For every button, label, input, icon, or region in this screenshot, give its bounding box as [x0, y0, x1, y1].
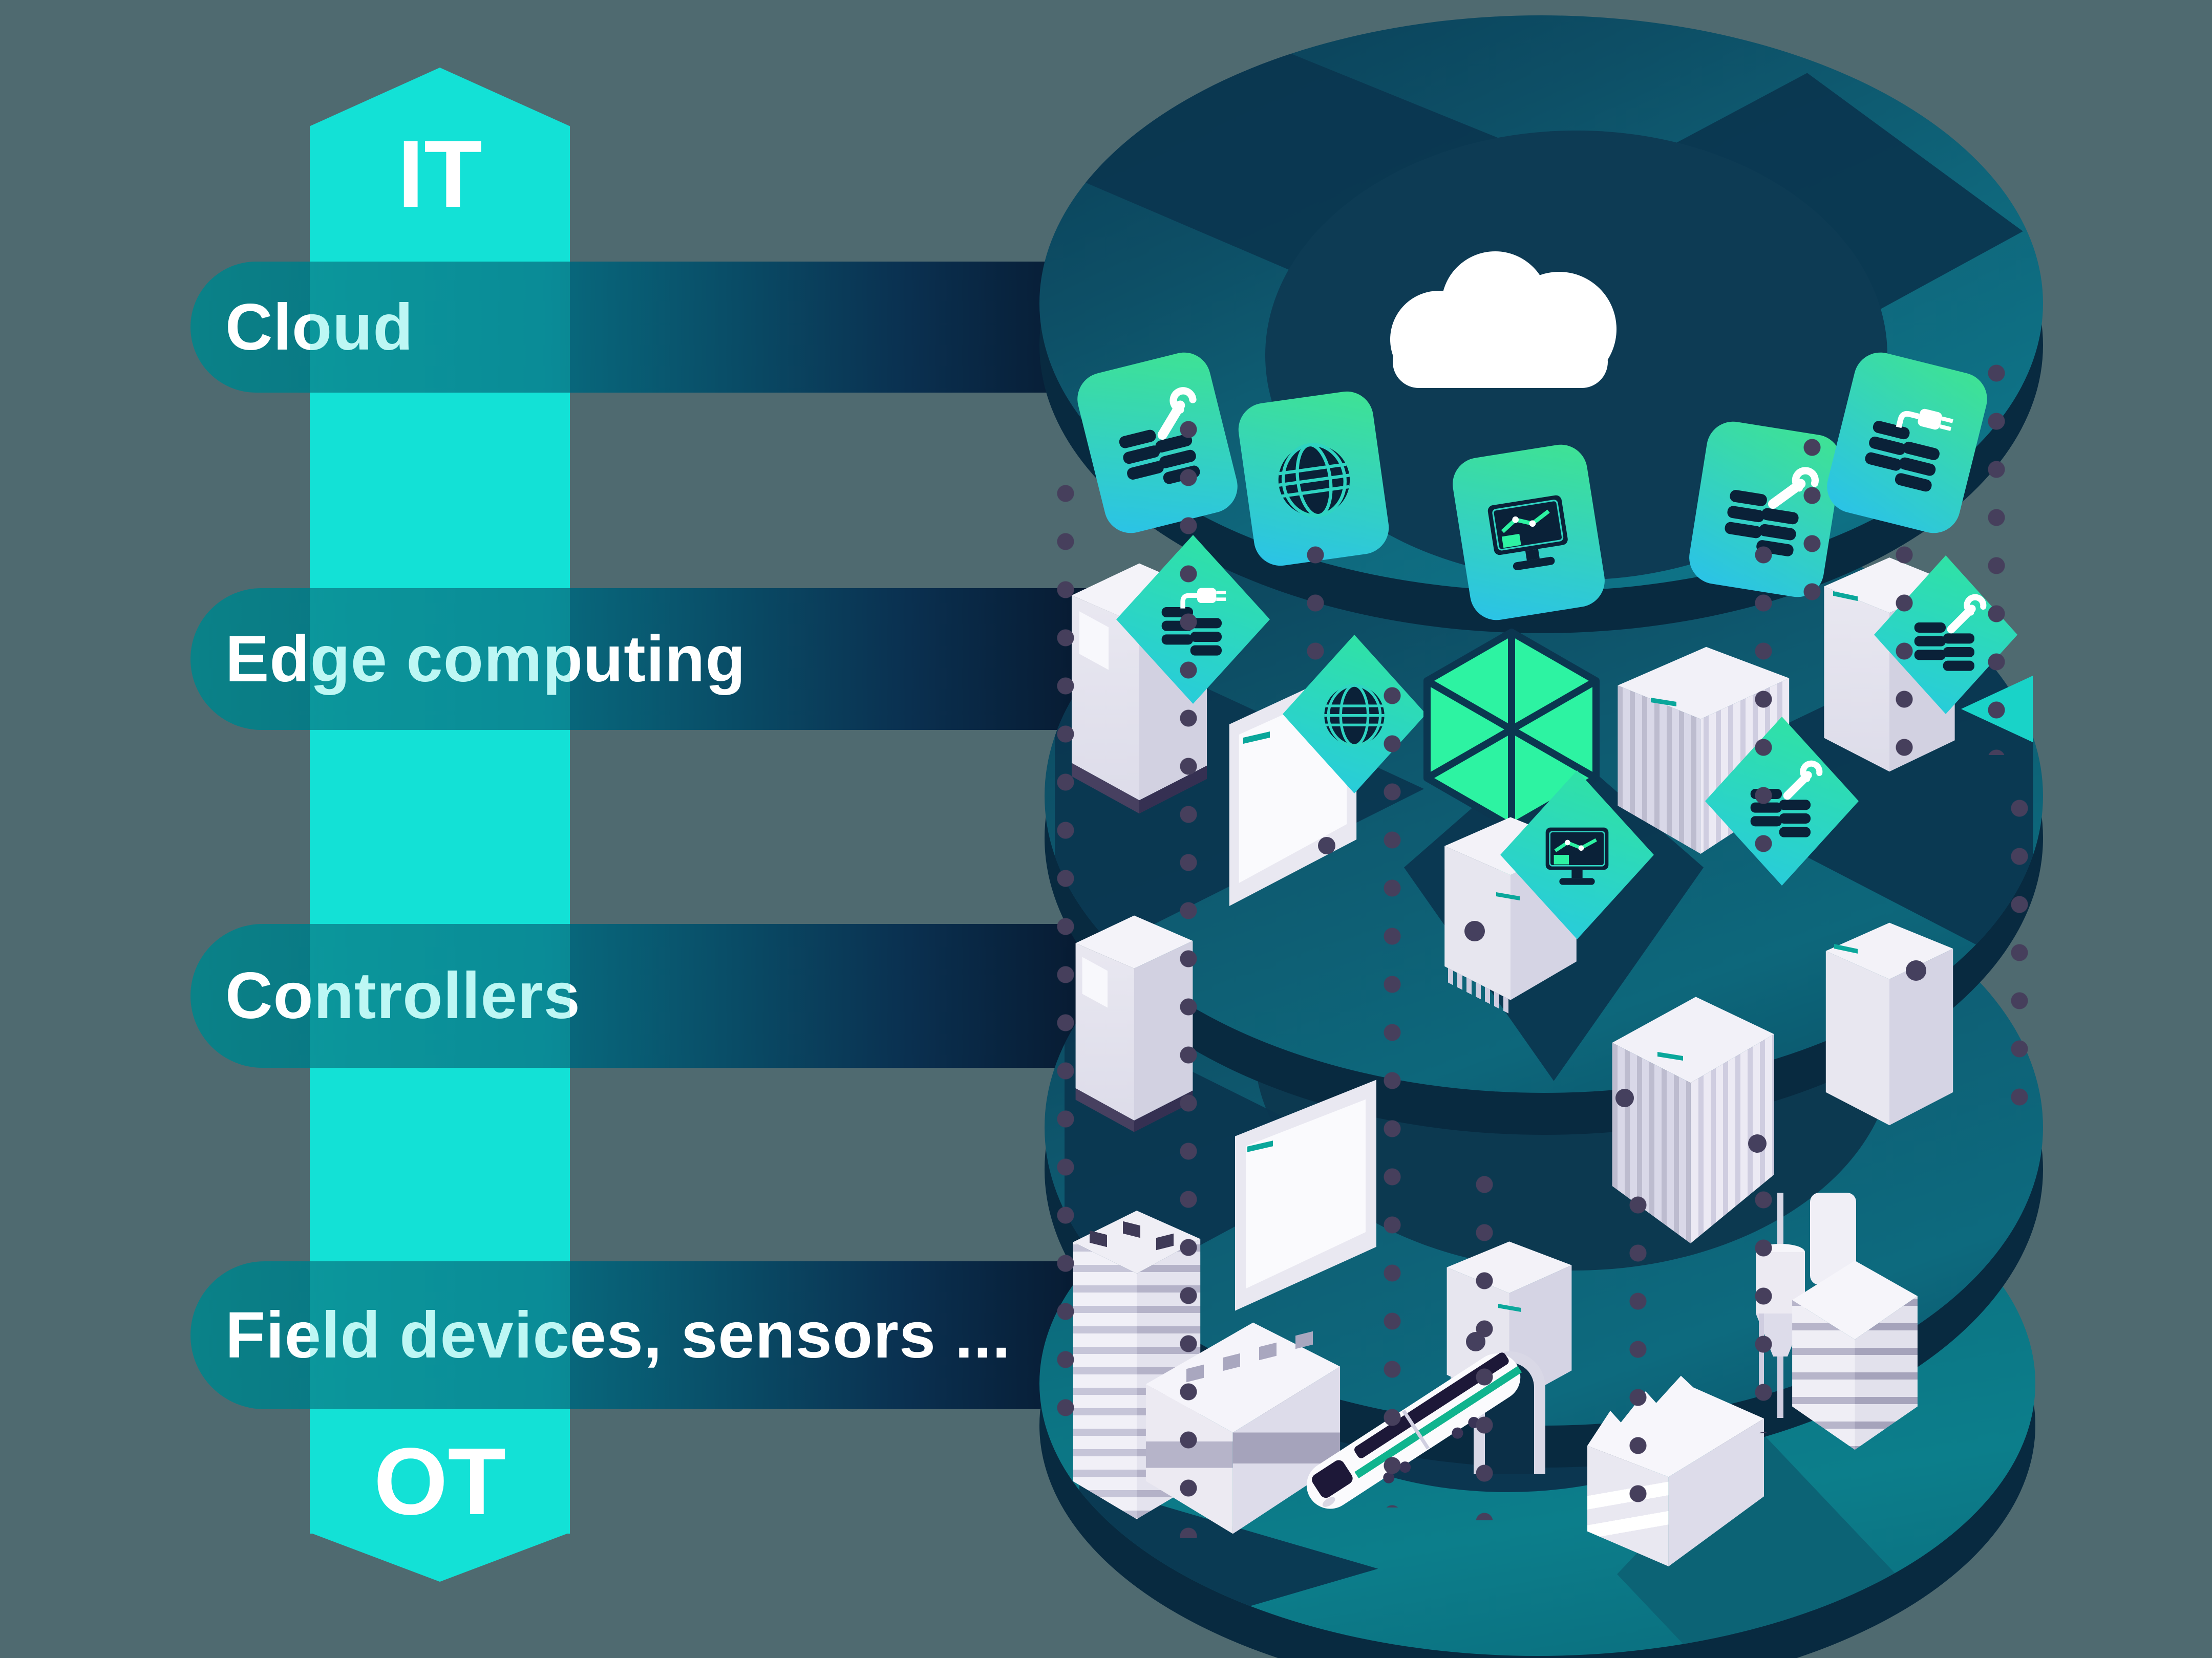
port-dot — [1317, 837, 1335, 854]
dotted-line — [1895, 543, 1914, 758]
face — [1825, 951, 1889, 1126]
ot-arrow-head-icon — [310, 1533, 570, 1582]
it-label: IT — [397, 121, 482, 227]
bar-controllers-label: Controllers — [225, 959, 581, 1032]
arrow-overlay — [310, 262, 570, 393]
bar-controllers: Controllers — [190, 924, 1088, 1068]
port-dot — [1906, 960, 1927, 981]
dotted-line — [1382, 683, 1402, 1508]
dotted-line — [1475, 1172, 1494, 1520]
louvered-rack — [1605, 985, 1779, 1272]
globe-tile-icon — [1235, 388, 1392, 569]
arrow-overlay — [310, 924, 570, 1068]
dotted-line — [1056, 481, 1075, 1418]
bar-cloud-label: Cloud — [225, 290, 414, 364]
bar-edge-computing-label: Edge computing — [225, 622, 746, 696]
ot-label: OT — [373, 1429, 506, 1535]
cloud-icon — [1390, 251, 1617, 388]
port-dot — [1464, 920, 1485, 941]
dotted-line — [1754, 1188, 1773, 1433]
dotted-line — [1802, 435, 1822, 619]
dotted-line — [1754, 543, 1773, 875]
dotted-line — [1987, 361, 2006, 755]
warehouse — [1790, 1257, 1920, 1454]
dotted-line — [1179, 417, 1198, 1538]
hmi-panel — [1229, 1072, 1382, 1318]
dotted-line — [1628, 1193, 1648, 1510]
controller-box — [1820, 909, 1959, 1144]
dotted-line — [2010, 796, 2029, 1129]
face — [1824, 586, 1889, 772]
dotted-line — [1306, 543, 1325, 676]
face — [1073, 1242, 1137, 1519]
train-icon — [1306, 1352, 1522, 1509]
monitor-chart-tile-icon — [1449, 441, 1609, 624]
arrow-overlay — [310, 1261, 570, 1409]
factory — [1587, 1372, 1764, 1566]
bar-field-devices: Field devices, sensors ... — [190, 1261, 1088, 1409]
bar-edge-computing: Edge computing — [190, 588, 1088, 730]
arrow-overlay — [310, 588, 570, 730]
office-building — [1142, 1318, 1344, 1538]
port-dot — [1748, 1134, 1767, 1153]
port-dot — [1615, 1088, 1634, 1107]
bar-field-devices-label: Field devices, sensors ... — [225, 1299, 1011, 1372]
bar-cloud: Cloud — [190, 262, 1088, 393]
